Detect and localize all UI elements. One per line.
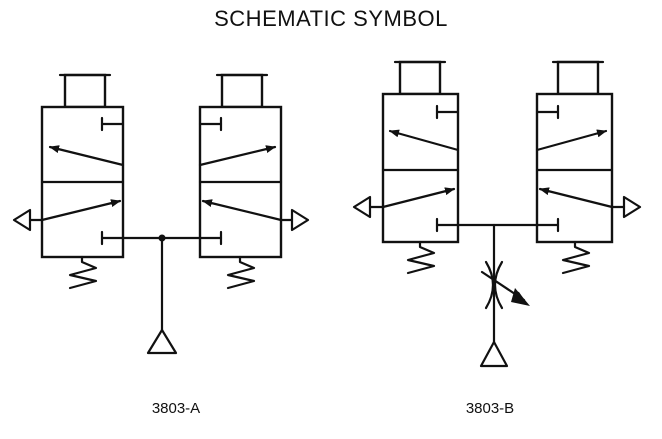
valve-left-b	[352, 60, 460, 275]
caption-3803-b: 3803-B	[465, 400, 515, 417]
valve-left-a	[12, 73, 125, 290]
valve-right-b	[535, 60, 642, 275]
diagram-title: SCHEMATIC SYMBOL	[214, 6, 448, 31]
valve-right-a	[198, 73, 310, 290]
flow-control-valve-icon	[480, 260, 530, 310]
caption-3803-a: 3803-A	[151, 400, 201, 417]
valve-3803-a	[12, 73, 310, 355]
supply-line-a	[121, 234, 202, 355]
valve-3803-b	[352, 60, 642, 368]
